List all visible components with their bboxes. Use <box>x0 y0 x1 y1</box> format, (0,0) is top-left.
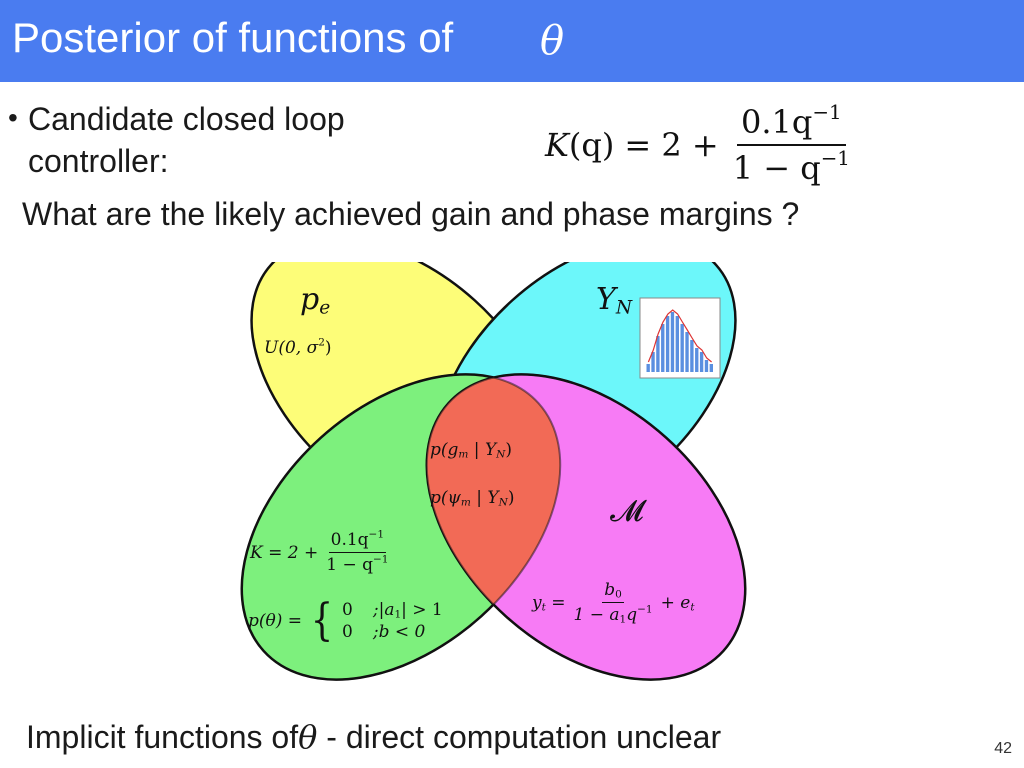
thumbnail-bar <box>695 348 699 372</box>
title-theta-symbol: θ <box>540 18 565 64</box>
model-symbol: 𝓜 <box>610 494 644 529</box>
prior-label: p(θ) = { 0;|a1| > 1 0;b < 0 <box>248 595 443 646</box>
thumbnail-bar <box>661 324 665 372</box>
thumbnail-bar <box>685 332 689 372</box>
model-equation-label: yt = b0 1 − a1q−1 + et <box>532 580 695 626</box>
pe-label: pe <box>300 282 331 319</box>
posterior-phase-label: p(ψm | YN) <box>430 488 515 509</box>
eq-lhs: K(q) <box>545 126 615 164</box>
histogram-thumbnail <box>639 297 721 379</box>
slide-title: Posterior of functions of <box>12 14 454 61</box>
thumbnail-curve <box>647 309 712 363</box>
controller-equation: K(q) = 2 + 0.1q−1 1 − q−1 <box>545 100 854 190</box>
thumbnail-bar <box>704 360 709 372</box>
venn-diagram: pe U(0, σ2) YN p(gm | YN) p(ψm | YN) 𝓜 K… <box>226 262 762 702</box>
eq-equals: = 2 + <box>624 126 719 164</box>
controller-k-label: K = 2 + 0.1q−1 1 − q−1 <box>250 528 389 575</box>
posterior-gain-label: p(gm | YN) <box>430 440 513 461</box>
uniform-label: U(0, σ2) <box>264 336 332 358</box>
thumbnail-bar <box>651 352 655 372</box>
venn-shapes <box>240 262 747 681</box>
magenta-outline <box>425 373 747 681</box>
thumbnail-bar <box>665 316 670 372</box>
bullet-marker: • <box>8 102 18 133</box>
thumbnail-bar <box>675 316 679 372</box>
thumbnail-bar <box>646 364 650 372</box>
green-outline <box>240 373 562 681</box>
thumbnail-bar <box>670 312 675 372</box>
title-bar: Posterior of functions of θ <box>0 0 1024 82</box>
question-text: What are the likely achieved gain and ph… <box>22 196 800 232</box>
bullet-text: Candidate closed loop controller: <box>28 101 345 179</box>
eq-denominator: 1 − q−1 <box>732 147 850 187</box>
page-number: 42 <box>994 740 1012 757</box>
footer-text: Implicit functions ofθ - direct computat… <box>26 718 722 756</box>
thumbnail-bar <box>656 336 660 372</box>
thumbnail-bar <box>690 340 694 372</box>
eq-numerator: 0.1q−1 <box>737 103 846 146</box>
thumbnail-bar <box>699 352 704 372</box>
eq-fraction: 0.1q−1 1 − q−1 <box>729 103 854 187</box>
thumbnail-bar <box>680 324 684 372</box>
yn-label: YN <box>596 282 633 319</box>
thumbnail-bar <box>709 364 713 372</box>
